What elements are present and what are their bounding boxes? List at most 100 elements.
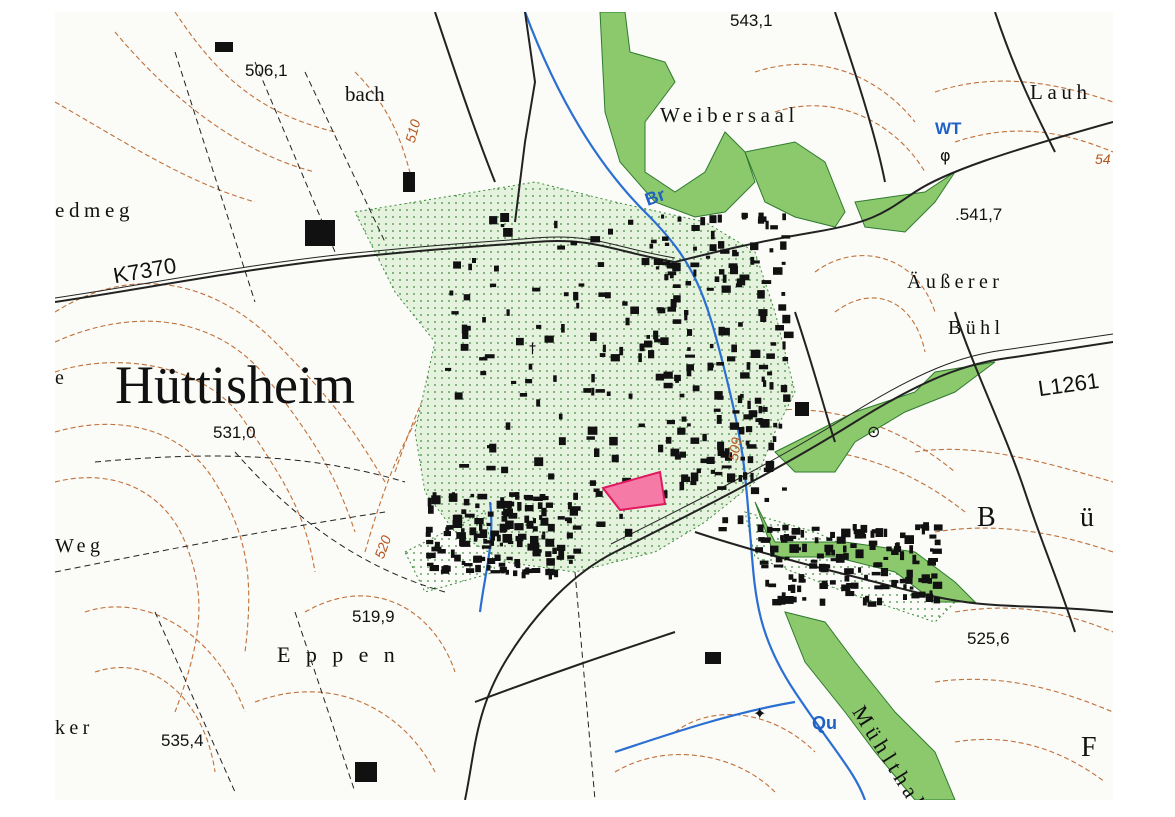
building xyxy=(755,547,763,553)
building xyxy=(760,539,771,543)
building xyxy=(850,543,857,548)
building xyxy=(763,380,767,387)
building xyxy=(669,273,674,279)
building xyxy=(557,516,565,520)
building xyxy=(558,413,563,420)
building xyxy=(846,583,852,588)
building xyxy=(426,555,432,559)
building xyxy=(684,314,688,321)
building xyxy=(472,258,476,263)
building xyxy=(468,263,472,271)
building xyxy=(802,543,807,553)
building xyxy=(877,597,883,606)
building xyxy=(653,330,659,340)
building xyxy=(591,387,595,396)
building xyxy=(800,529,805,538)
building xyxy=(469,527,477,536)
building xyxy=(498,562,506,567)
building xyxy=(789,544,799,553)
building xyxy=(429,565,439,572)
building xyxy=(732,410,740,414)
building xyxy=(662,490,668,499)
building xyxy=(685,281,692,286)
building xyxy=(768,442,775,451)
building xyxy=(462,330,469,339)
building xyxy=(781,235,791,239)
building xyxy=(853,529,862,535)
building xyxy=(593,488,600,492)
building xyxy=(480,370,487,376)
building xyxy=(541,507,547,517)
building xyxy=(464,513,475,518)
building xyxy=(650,239,657,244)
building xyxy=(730,265,738,275)
building xyxy=(598,292,607,297)
large-building xyxy=(705,652,721,664)
building xyxy=(553,375,557,382)
building xyxy=(709,244,717,252)
building xyxy=(745,440,750,446)
building xyxy=(758,212,764,218)
building xyxy=(747,456,754,464)
building xyxy=(660,337,669,345)
building xyxy=(772,599,782,606)
roads xyxy=(55,12,1113,800)
building xyxy=(757,290,765,299)
building xyxy=(663,371,673,379)
building xyxy=(674,454,681,460)
building xyxy=(532,287,541,292)
building xyxy=(531,568,541,573)
building xyxy=(770,342,777,346)
building xyxy=(503,508,513,517)
building xyxy=(738,427,745,435)
building xyxy=(662,236,669,241)
building xyxy=(466,325,471,331)
building xyxy=(824,544,834,552)
building xyxy=(841,584,847,592)
place-label-lauh: Lauh xyxy=(1030,80,1092,104)
building xyxy=(464,563,473,567)
building xyxy=(524,505,534,512)
building xyxy=(859,532,865,537)
building xyxy=(460,540,471,547)
building xyxy=(782,213,786,221)
building xyxy=(702,433,707,442)
building xyxy=(894,543,899,549)
building xyxy=(720,249,730,254)
building xyxy=(904,535,914,544)
building xyxy=(933,524,943,531)
building xyxy=(460,343,469,351)
building xyxy=(543,496,549,501)
building xyxy=(778,304,787,311)
building xyxy=(425,532,431,537)
building xyxy=(578,283,585,287)
building xyxy=(765,460,775,469)
building xyxy=(606,391,611,396)
building xyxy=(481,545,491,549)
building xyxy=(718,527,727,532)
large-building xyxy=(355,762,377,782)
building xyxy=(539,515,543,520)
building xyxy=(479,529,488,538)
wayside-cross-icon: ✦ xyxy=(753,704,767,723)
building xyxy=(862,597,867,606)
building xyxy=(658,308,666,314)
building xyxy=(479,357,488,361)
building xyxy=(766,353,775,359)
building xyxy=(487,558,496,564)
building xyxy=(666,262,674,269)
building xyxy=(563,292,569,297)
building xyxy=(602,344,606,353)
topographic-map[interactable]: Hüttisheim Weibersaal Äußerer Bühl Eppen… xyxy=(55,12,1113,800)
building xyxy=(766,526,773,533)
highlighted-parcel[interactable] xyxy=(601,470,667,512)
building xyxy=(536,324,542,329)
building xyxy=(525,495,533,501)
building xyxy=(705,255,711,259)
building xyxy=(541,534,546,540)
place-label-buehl: Bühl xyxy=(948,317,1005,339)
building xyxy=(931,573,938,579)
building xyxy=(558,437,566,446)
building xyxy=(432,492,437,497)
building xyxy=(482,317,486,323)
